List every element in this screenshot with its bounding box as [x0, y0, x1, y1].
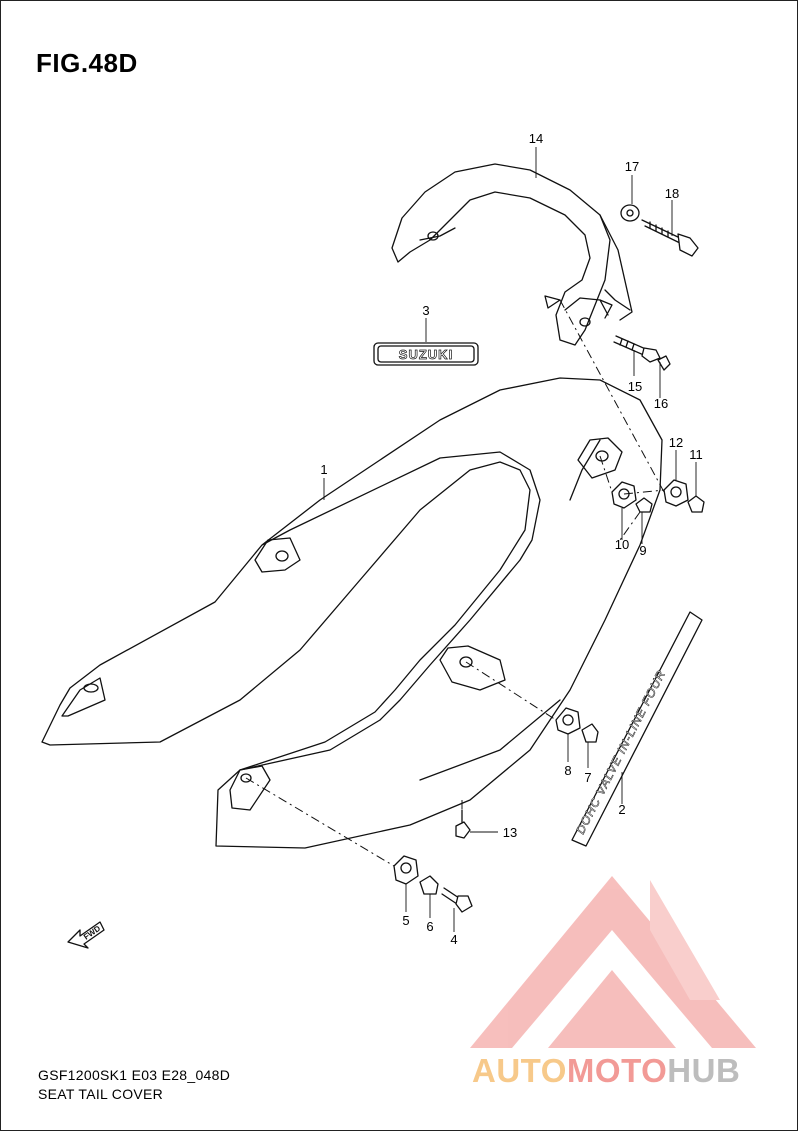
callout-6: 6 — [426, 919, 433, 934]
callout-10: 10 — [615, 537, 629, 552]
callout-4: 4 — [450, 932, 457, 947]
watermark-moto: MOTO — [566, 1052, 668, 1089]
figure-title: FIG.48D — [36, 48, 138, 78]
watermark-hub: HUB — [667, 1052, 741, 1089]
callout-18: 18 — [665, 186, 679, 201]
part-bushing-7 — [581, 723, 599, 743]
assembly-lines — [245, 299, 665, 867]
callout-8: 8 — [564, 763, 571, 778]
part-nut-16 — [657, 355, 671, 371]
watermark-auto: AUTO — [472, 1052, 567, 1089]
callout-14: 14 — [529, 131, 543, 146]
part-collar-5 — [393, 855, 419, 885]
leader-lines — [323, 147, 697, 932]
callout-13: 13 — [503, 825, 517, 840]
callout-2: 2 — [618, 802, 625, 817]
watermark-text: AUTOMOTOHUB — [472, 1052, 740, 1090]
part-bushing-11 — [687, 495, 705, 513]
part-grab-rail — [391, 163, 633, 346]
callout-7: 7 — [584, 770, 591, 785]
part-bolt-15 — [613, 335, 661, 363]
callout-16: 16 — [654, 396, 668, 411]
suzuki-emblem-text: SUZUKI — [399, 347, 453, 362]
callout-5: 5 — [402, 913, 409, 928]
callout-12: 12 — [669, 435, 683, 450]
part-bushing-6 — [419, 875, 439, 895]
figure-name: SEAT TAIL COVER — [38, 1086, 164, 1102]
part-bushing-9 — [635, 497, 653, 513]
part-collar-8 — [555, 707, 581, 735]
callout-9: 9 — [639, 543, 646, 558]
part-clip-13 — [455, 809, 471, 839]
part-washer-17 — [620, 204, 640, 222]
part-bolt-18 — [641, 219, 699, 257]
part-seat-tail-cover — [41, 377, 663, 849]
part-collar-12 — [663, 479, 689, 507]
watermark-logo-icon — [470, 876, 756, 1048]
callout-labels: 14 17 18 3 15 16 1 12 11 10 9 8 7 2 13 5… — [320, 131, 702, 947]
callout-3: 3 — [422, 303, 429, 318]
callout-15: 15 — [628, 379, 642, 394]
part-suzuki-emblem: SUZUKI — [373, 342, 479, 366]
callout-11: 11 — [689, 447, 703, 462]
forward-arrow-icon: FWD — [67, 921, 105, 949]
part-bolt-4 — [441, 887, 473, 913]
callout-1: 1 — [320, 462, 327, 477]
callout-17: 17 — [625, 159, 639, 174]
figure-code: GSF1200SK1 E03 E28_048D — [38, 1067, 231, 1083]
